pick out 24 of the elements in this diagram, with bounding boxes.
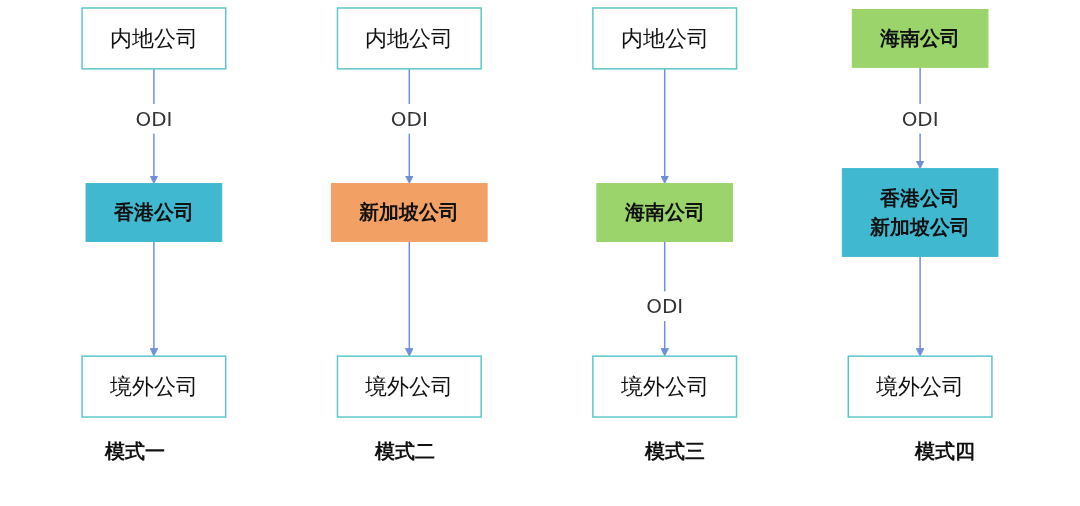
arrow bbox=[149, 240, 159, 357]
node-box: 内地公司 bbox=[592, 7, 738, 70]
edge-label: ODI bbox=[135, 106, 173, 131]
node-box: 境外公司 bbox=[81, 355, 227, 418]
node-box: 境外公司 bbox=[847, 355, 993, 418]
arrow bbox=[404, 240, 414, 357]
edge-label: ODI bbox=[646, 294, 684, 319]
node-box: 新加坡公司 bbox=[331, 183, 488, 242]
mode-label: 模式一 bbox=[105, 438, 165, 465]
node-box: 内地公司 bbox=[81, 7, 227, 70]
edge-label: ODI bbox=[390, 106, 428, 131]
edge-label: ODI bbox=[901, 106, 939, 131]
arrow bbox=[915, 255, 925, 357]
arrow bbox=[660, 68, 670, 184]
node-box: 海南公司 bbox=[596, 183, 734, 242]
mode-label: 模式四 bbox=[915, 438, 975, 465]
node-box: 香港公司 新加坡公司 bbox=[841, 168, 999, 257]
mode-label: 模式三 bbox=[645, 438, 705, 465]
mode-label: 模式二 bbox=[375, 438, 435, 465]
node-box: 境外公司 bbox=[592, 355, 738, 418]
node-box: 境外公司 bbox=[336, 355, 482, 418]
node-box: 香港公司 bbox=[85, 183, 223, 242]
node-box: 内地公司 bbox=[336, 7, 482, 70]
node-box: 海南公司 bbox=[851, 9, 989, 68]
